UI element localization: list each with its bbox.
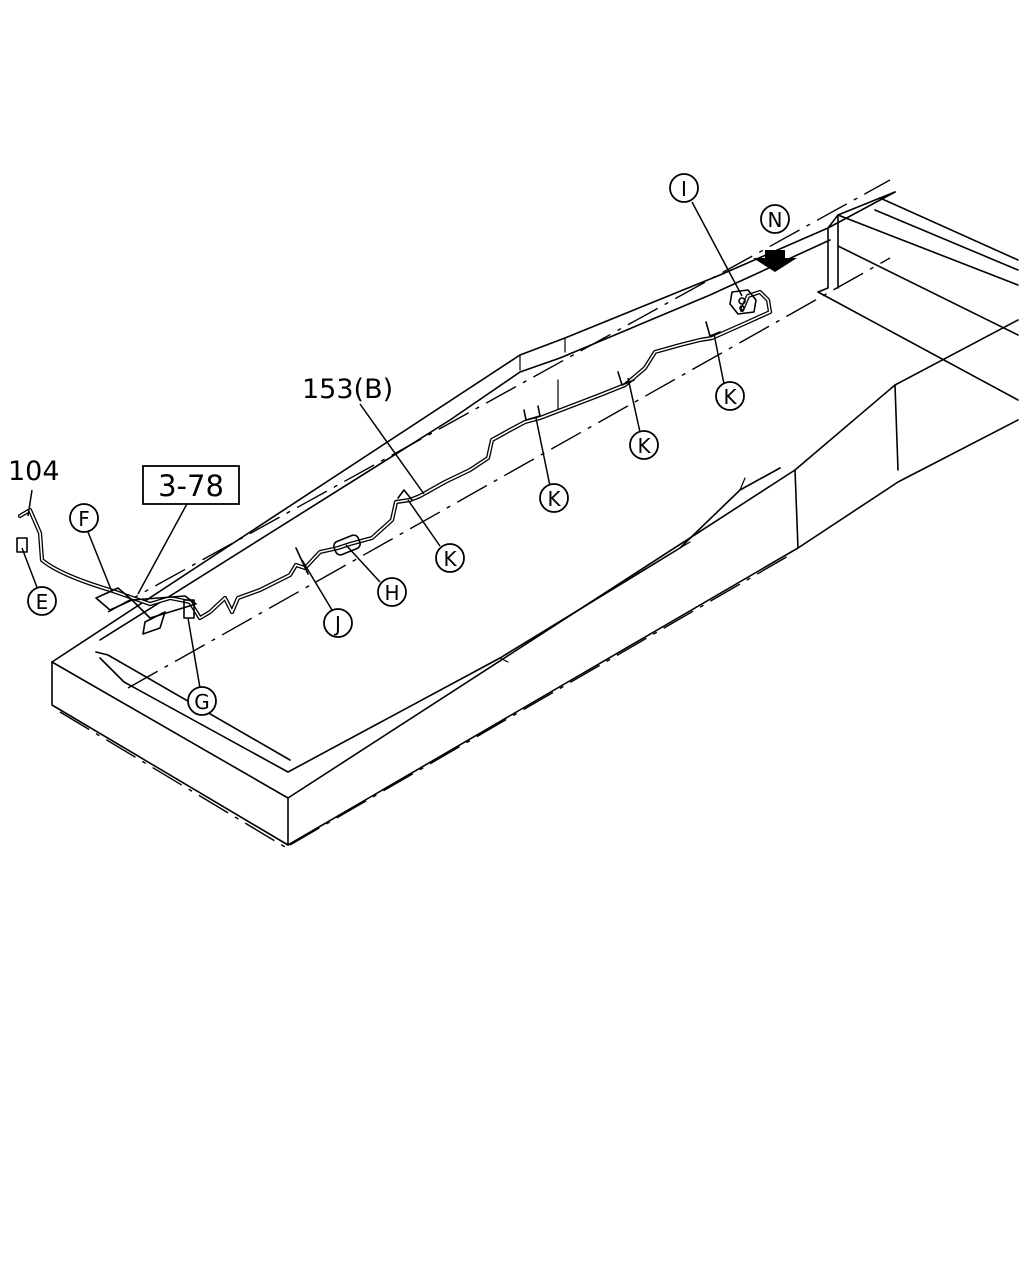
callout-E-label: E xyxy=(36,590,49,614)
callout-K-3-label: K xyxy=(637,434,651,458)
callout-I: I xyxy=(669,173,699,203)
frame-rail xyxy=(51,191,1019,846)
callout-F: F xyxy=(69,503,99,533)
callout-G-label: G xyxy=(194,690,210,714)
callout-E: E xyxy=(27,586,57,616)
callout-N-label: N xyxy=(768,208,783,232)
leader-lines xyxy=(21,201,743,689)
callout-F-label: F xyxy=(78,507,90,531)
fuel-pipe xyxy=(17,289,773,621)
callout-N: N xyxy=(760,204,790,234)
callout-H: H xyxy=(377,577,407,607)
callout-K-1-label: K xyxy=(443,547,457,571)
callout-J: J xyxy=(323,608,353,638)
part-label-104: 104 xyxy=(8,456,60,487)
callout-K-2: K xyxy=(539,483,569,513)
reference-box[interactable]: 3-78 xyxy=(142,465,240,505)
part-label-153b: 153(B) xyxy=(302,374,393,405)
callout-I-label: I xyxy=(681,177,687,201)
callout-K-1: K xyxy=(435,543,465,573)
callout-K-4-label: K xyxy=(723,385,737,409)
callout-K-2-label: K xyxy=(547,487,561,511)
callout-K-4: K xyxy=(715,381,745,411)
callout-H-label: H xyxy=(384,581,399,605)
center-lines xyxy=(59,179,891,851)
reference-box-label: 3-78 xyxy=(158,469,224,503)
callout-K-3: K xyxy=(629,430,659,460)
direction-arrow-icon xyxy=(753,250,797,272)
callout-J-label: J xyxy=(333,612,341,636)
callout-G: G xyxy=(187,686,217,716)
